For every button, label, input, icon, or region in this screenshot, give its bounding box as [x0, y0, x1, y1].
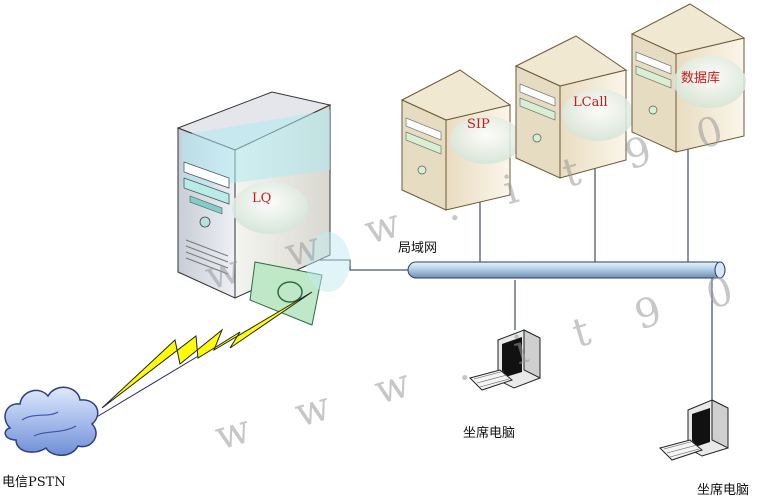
lq-server [176, 91, 350, 326]
lightning-icon [101, 291, 313, 409]
sip-server [400, 69, 522, 211]
sip-label: SIP [467, 117, 490, 132]
lan-bus [407, 261, 726, 279]
pstn-label: 电信PSTN [2, 475, 66, 490]
seat2-label: 坐席电脑 [697, 482, 749, 498]
cloud-icon [4, 386, 99, 456]
lcall-server [514, 35, 634, 179]
pstn-link [94, 354, 201, 419]
lq-label: LQ [252, 191, 271, 206]
seat-computer-2 [659, 399, 729, 461]
seat1-label: 坐席电脑 [463, 425, 515, 441]
database-label: 数据库 [681, 70, 720, 86]
seat-computer-1 [469, 329, 541, 391]
lan-label: 局域网 [398, 241, 437, 256]
lcall-label: LCall [573, 95, 608, 110]
database-server [630, 3, 746, 153]
